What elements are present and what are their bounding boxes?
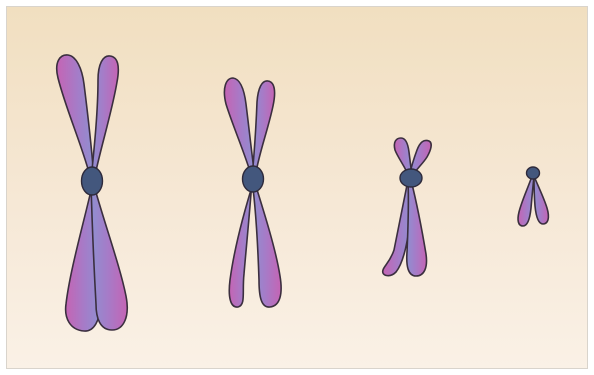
centromere-2 (243, 166, 264, 192)
chromatid-4-left (518, 176, 534, 226)
chromosome-metacentric (57, 55, 128, 331)
centromere-4 (527, 167, 540, 179)
chromatid-2-upper-left (224, 78, 255, 178)
chromatid-4-right (534, 176, 548, 224)
chromatid-2-lower-left (229, 180, 254, 307)
chromatid-2-upper-right (252, 81, 275, 178)
chromatid-3-lower-right (407, 180, 427, 276)
chromosome-telocentric (518, 167, 548, 226)
centromere-3 (400, 169, 422, 187)
chromatid-1-upper-right (91, 56, 118, 180)
chromatid-1-upper-left (57, 55, 94, 180)
chromatid-1-lower-right (91, 182, 127, 330)
chromosome-submetacentric (224, 78, 281, 307)
chromatid-2-lower-right (252, 180, 281, 307)
chromosome-acrocentric (383, 138, 431, 276)
centromere-1 (82, 167, 103, 195)
